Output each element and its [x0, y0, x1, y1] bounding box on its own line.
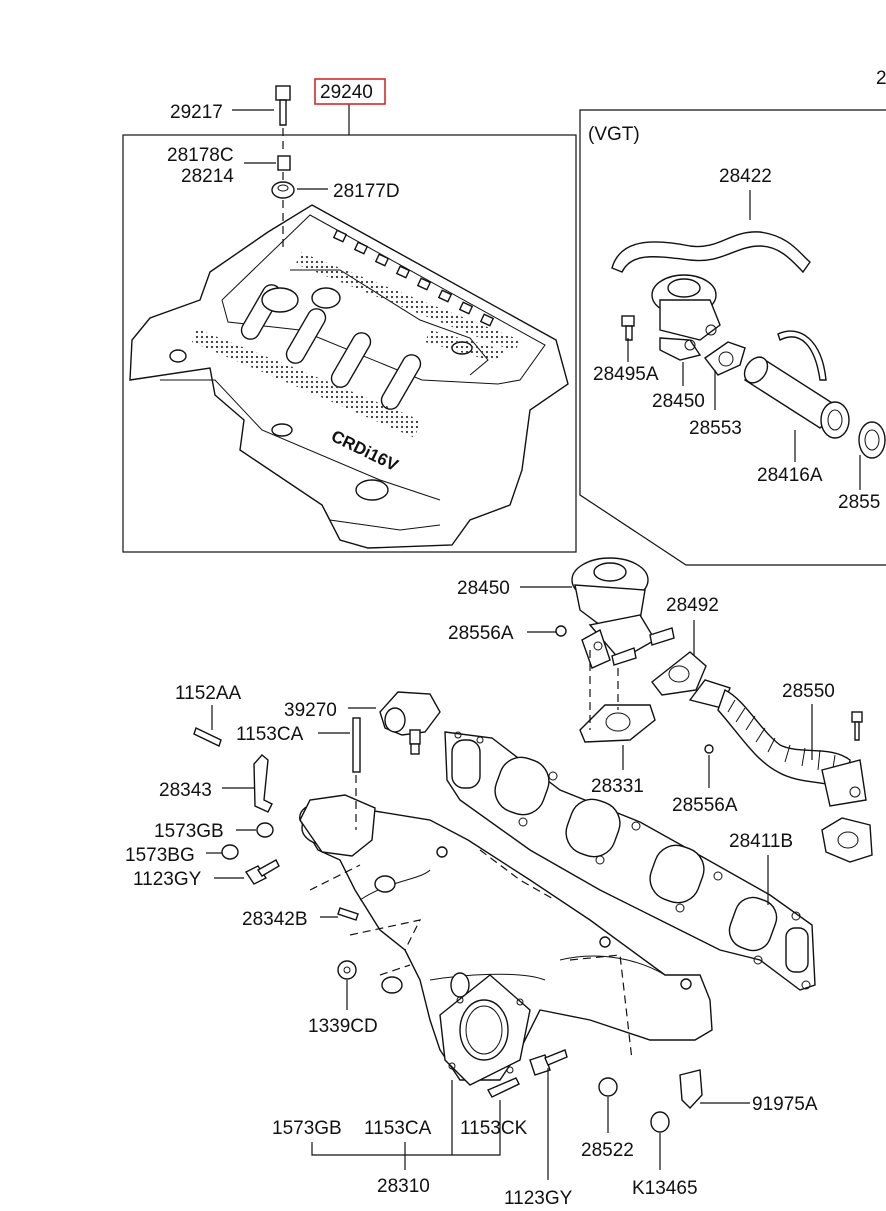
bolt-29217: [275, 85, 291, 126]
label-1573GB-1[interactable]: 1573GB: [154, 821, 224, 842]
hose-28422: [611, 231, 811, 274]
nut-K13465: [650, 1111, 670, 1133]
stud-1153CK: [487, 1077, 520, 1098]
label-1573BG[interactable]: 1573BG: [125, 845, 195, 866]
sensor-39270: [379, 691, 441, 755]
label-1153CK[interactable]: 1153CK: [460, 1118, 528, 1139]
gasket-2855x: [858, 421, 886, 459]
nut-28522: [598, 1077, 618, 1097]
label-top-right-cut[interactable]: 2: [876, 68, 886, 89]
label-39270[interactable]: 39270: [284, 700, 337, 721]
engine-cover: CRDi16V: [129, 204, 569, 549]
gasket-right-cut: [821, 817, 873, 863]
label-28450[interactable]: 28450: [457, 578, 510, 599]
label-28522[interactable]: 28522: [581, 1140, 634, 1161]
bolt-1123GY-2: [529, 1049, 568, 1076]
label-1339CD[interactable]: 1339CD: [308, 1016, 378, 1037]
manifold-gasket-28411B: [444, 731, 816, 991]
brand-logo: [355, 479, 389, 501]
label-1153CA-1[interactable]: 1153CA: [236, 724, 304, 745]
label-29217[interactable]: 29217: [170, 102, 223, 123]
bolt-28495A: [621, 315, 635, 341]
highlight-box: [314, 78, 386, 105]
bolt-1123GY: [244, 859, 280, 885]
label-28550[interactable]: 28550: [782, 681, 835, 702]
exhaust-manifold-28310: [299, 794, 713, 1086]
label-28492[interactable]: 28492: [666, 595, 719, 616]
label-28495A[interactable]: 28495A: [593, 364, 659, 385]
pipe-28343: [253, 754, 273, 813]
gasket-28492: [651, 651, 707, 696]
nut-28556A: [555, 625, 567, 637]
label-1123GY-2[interactable]: 1123GY: [504, 1188, 573, 1209]
label-K13465[interactable]: K13465: [632, 1178, 698, 1199]
stud-28342B: [337, 907, 359, 921]
label-28556A-2[interactable]: 28556A: [672, 795, 738, 816]
label-28411B[interactable]: 28411B: [729, 831, 793, 852]
label-28553[interactable]: 28553: [689, 418, 742, 439]
label-28342B[interactable]: 28342B: [242, 909, 308, 930]
label-28422[interactable]: 28422: [719, 166, 772, 187]
bolt-right-cut: [851, 711, 863, 741]
label-28178C[interactable]: 28178C: [167, 145, 234, 166]
label-28343[interactable]: 28343: [159, 780, 212, 801]
bushing-28214: [277, 155, 291, 171]
nut-28556A-2: [704, 744, 714, 754]
vgt-frame: [579, 109, 886, 566]
label-28331[interactable]: 28331: [591, 776, 644, 797]
nut-1339CD: [337, 960, 357, 980]
label-28214[interactable]: 28214: [181, 166, 234, 187]
bracket-91975A: [679, 1069, 703, 1110]
egr-valve-small: [651, 274, 721, 361]
label-vgt: (VGT): [588, 124, 640, 145]
stud-1152AA: [193, 727, 222, 747]
label-1153CA-2[interactable]: 1153CA: [364, 1118, 432, 1139]
leader-lines: [206, 104, 861, 1180]
label-28416A[interactable]: 28416A: [757, 465, 823, 486]
label-1123GY-1[interactable]: 1123GY: [133, 869, 202, 890]
label-2855-cut[interactable]: 2855: [838, 492, 880, 513]
label-28310[interactable]: 28310: [377, 1176, 430, 1197]
grommet-28177D: [271, 181, 295, 199]
stud-1153CA: [352, 717, 361, 773]
label-28556A-1[interactable]: 28556A: [448, 623, 514, 644]
egr-cooler-28416A: [743, 330, 850, 439]
label-28177D[interactable]: 28177D: [333, 181, 400, 202]
label-28450-vgt[interactable]: 28450: [652, 391, 705, 412]
egr-pipe-28550: [688, 679, 867, 807]
label-1573GB-2[interactable]: 1573GB: [272, 1118, 342, 1139]
plug-1573GB: [256, 822, 274, 838]
label-91975A[interactable]: 91975A: [752, 1094, 818, 1115]
label-29240[interactable]: 29240: [320, 82, 373, 103]
gasket-28553: [703, 341, 746, 376]
cover-slots: [240, 284, 422, 410]
egr-valve-28450: [571, 557, 675, 669]
part-labels: 29217 29240 28178C 28214 28177D (VGT) 28…: [125, 68, 886, 1209]
gasket-28331: [579, 704, 656, 743]
plug-1573BG: [221, 844, 239, 860]
label-1152AA[interactable]: 1152AA: [175, 683, 242, 704]
